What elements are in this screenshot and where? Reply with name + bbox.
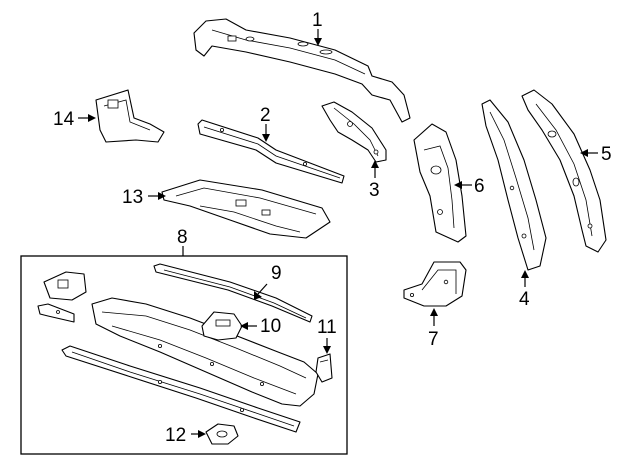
callout-label-13: 13 [122,187,143,208]
callout-label-8: 8 [177,227,188,248]
parts-group-box [20,255,348,455]
callout-11: 11 [317,317,337,354]
part-small-bracket-a [43,271,87,301]
callout-9: 9 [254,263,282,300]
callout-3: 3 [369,160,380,201]
callout-label-1: 1 [312,10,323,31]
part-small-bracket-b [37,303,75,323]
callout-13: 13 [122,187,166,208]
part-7-gusset [403,261,467,307]
callout-label-10: 10 [260,316,281,337]
callout-2: 2 [260,105,271,142]
callout-label-5: 5 [601,144,612,165]
part-5-outer-pillar [521,89,607,253]
part-2-cross-member [197,119,345,184]
callout-8: 8 [177,227,188,256]
part-3-bracket [321,101,387,163]
callout-4: 4 [519,270,530,310]
callout-label-3: 3 [369,180,380,201]
part-10-mount [201,311,243,341]
part-13-floor-pan [161,179,331,239]
callout-label-2: 2 [260,105,271,126]
callout-1: 1 [312,10,323,46]
part-12-plug [205,423,239,445]
part-14-bracket [95,89,165,143]
callout-label-4: 4 [519,289,530,310]
callout-7: 7 [428,308,439,350]
callout-10: 10 [240,316,281,337]
part-9-strip [153,263,313,323]
part-1-header-rail [193,18,411,123]
callout-6: 6 [454,176,485,197]
callout-label-9: 9 [271,263,282,284]
callout-label-12: 12 [165,425,186,446]
callout-12: 12 [165,425,206,446]
callout-5: 5 [580,144,612,165]
callout-label-7: 7 [428,329,439,350]
callout-14: 14 [53,109,96,130]
part-11-clip [315,353,333,383]
part-4-pillar [481,99,547,271]
part-6-inner-panel [413,123,467,243]
callout-label-6: 6 [474,176,485,197]
part-rocker-rail [61,345,301,433]
callout-label-14: 14 [53,109,75,130]
callout-label-11: 11 [317,317,337,338]
